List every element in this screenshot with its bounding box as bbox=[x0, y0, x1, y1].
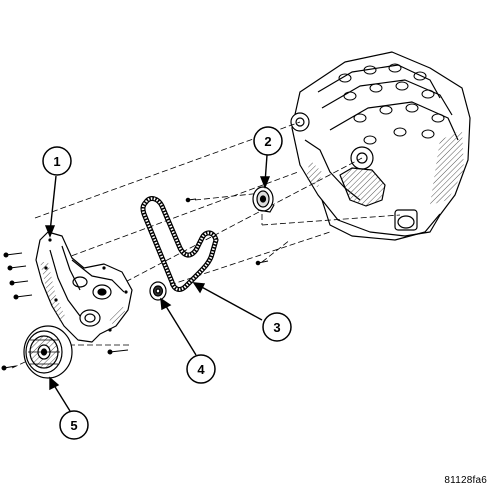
callout-2: 2 bbox=[253, 126, 283, 156]
svg-text:5: 5 bbox=[70, 418, 77, 433]
tensioner-pulley-drawing bbox=[149, 281, 167, 301]
callout-3: 3 bbox=[262, 312, 292, 342]
timing-cover-drawing bbox=[35, 231, 133, 343]
callout-1: 1 bbox=[42, 146, 72, 176]
crankshaft-damper-drawing bbox=[23, 325, 73, 379]
callout-5: 5 bbox=[59, 410, 89, 440]
callout-4: 4 bbox=[186, 354, 216, 384]
engine-block bbox=[290, 51, 471, 241]
cover-bolts bbox=[1, 197, 269, 371]
figure-id-label: 81128fa6 bbox=[444, 475, 487, 486]
svg-text:1: 1 bbox=[53, 154, 60, 169]
svg-text:4: 4 bbox=[197, 362, 205, 377]
svg-text:2: 2 bbox=[264, 134, 271, 149]
svg-text:3: 3 bbox=[273, 320, 280, 335]
idler-pulley-drawing bbox=[252, 186, 275, 213]
timing-belt-drawing bbox=[140, 196, 219, 292]
callout-leaders bbox=[44, 154, 271, 412]
